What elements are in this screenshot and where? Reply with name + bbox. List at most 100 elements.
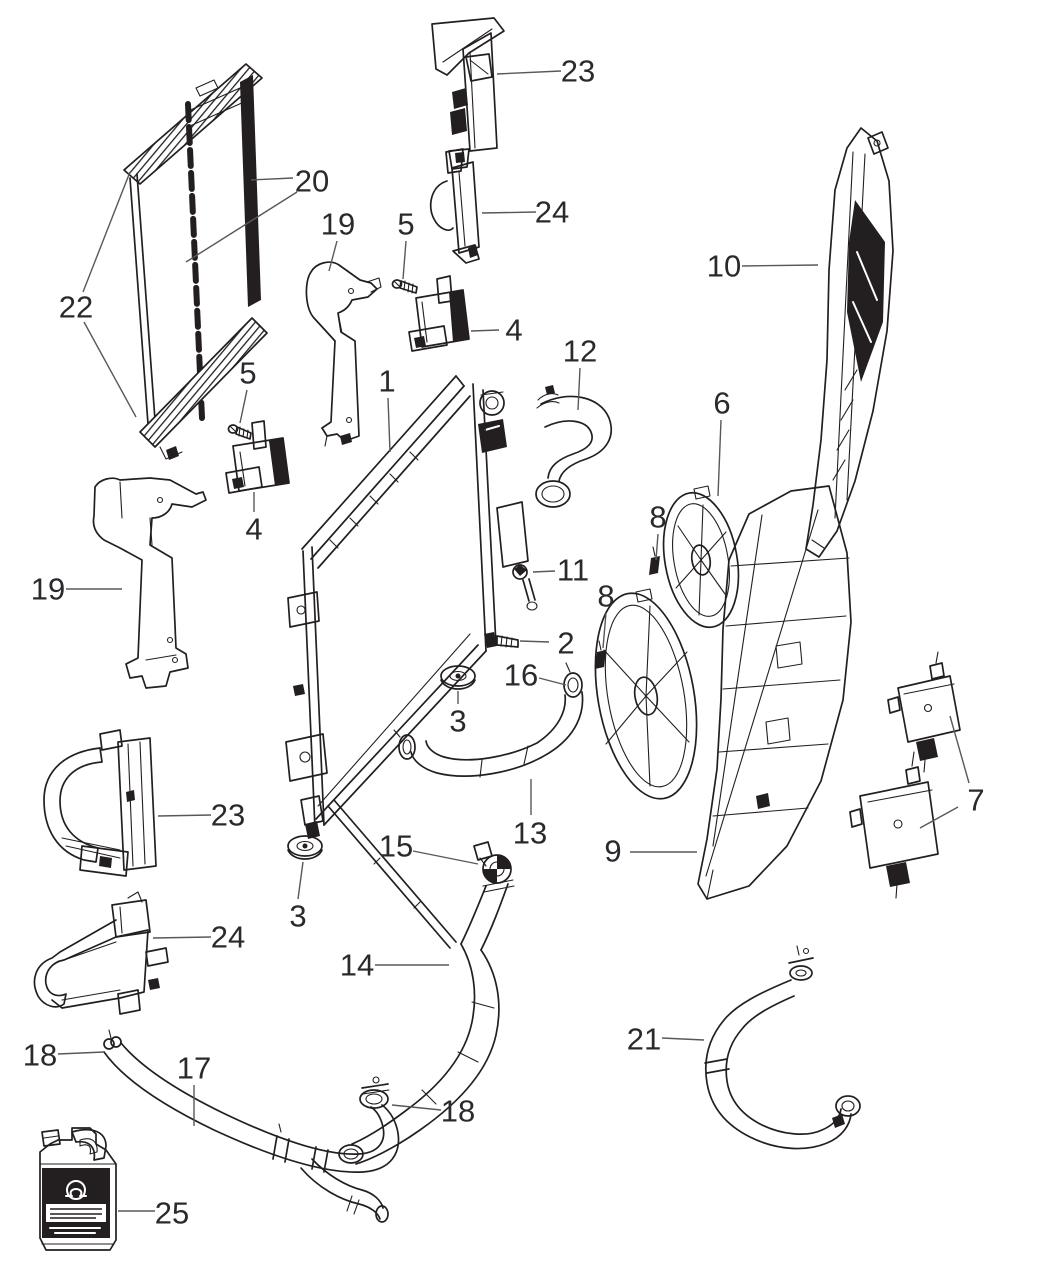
- callout-5-10: 5: [239, 356, 257, 424]
- leader-line: [949, 715, 970, 784]
- callout-18-27: 18: [23, 1038, 105, 1073]
- shroud-9-illustration: [697, 485, 852, 900]
- callout-number-5: 5: [239, 356, 256, 391]
- callout-17-28: 17: [177, 1051, 211, 1126]
- leader-line: [532, 570, 556, 573]
- seal-left-24-illustration: [33, 891, 169, 1015]
- baffle-upper-19-illustration: [305, 261, 382, 447]
- callout-number-22: 22: [59, 290, 93, 325]
- modules-7-illustration: [849, 651, 961, 899]
- bracket-4-upper-illustration: [408, 275, 470, 352]
- callout-3-32: 3: [289, 861, 307, 934]
- callout-24-1: 24: [481, 195, 569, 230]
- callout-number-3: 3: [449, 704, 466, 739]
- leader-line: [661, 1037, 705, 1041]
- callout-21-30: 21: [627, 1022, 705, 1057]
- callout-6-12: 6: [713, 386, 731, 497]
- leader-line: [402, 240, 407, 280]
- callout-number-20: 20: [295, 164, 329, 199]
- upper-hose-12-illustration: [535, 385, 613, 508]
- leader-line: [387, 397, 391, 453]
- callout-15-24: 15: [379, 829, 479, 865]
- callout-number-7: 7: [967, 783, 984, 818]
- callout-12-7: 12: [563, 334, 597, 411]
- callout-number-23: 23: [211, 798, 245, 833]
- callout-8-15: 8: [649, 500, 667, 561]
- callout-4-11: 4: [245, 492, 263, 547]
- leader-line: [538, 677, 567, 686]
- callout-5-5: 5: [397, 207, 415, 280]
- leader-line: [577, 367, 581, 411]
- leader-line: [391, 1104, 442, 1111]
- callout-number-18: 18: [23, 1038, 57, 1073]
- leader-line: [655, 533, 659, 561]
- callout-number-2: 2: [557, 626, 574, 661]
- leader-line: [919, 806, 959, 829]
- outlet-neck-15-illustration: [473, 841, 515, 893]
- vent-tube-11-illustration: [512, 564, 538, 611]
- baffle-left-19-illustration: [92, 477, 207, 689]
- callout-24-25: 24: [152, 920, 245, 955]
- callout-number-24: 24: [211, 920, 245, 955]
- grommet-3-left-illustration: [287, 835, 323, 860]
- callout-3-19: 3: [449, 691, 467, 739]
- leader-line: [57, 1051, 105, 1055]
- leader-line: [717, 419, 722, 497]
- callout-9-21: 9: [604, 834, 697, 869]
- leader-line: [297, 861, 304, 900]
- callout-number-4: 4: [505, 313, 522, 348]
- leader-line: [83, 321, 137, 418]
- coolant-jug-25-illustration: [39, 1127, 117, 1251]
- callout-number-17: 17: [177, 1051, 211, 1086]
- callout-number-5: 5: [397, 207, 414, 242]
- callout-number-9: 9: [604, 834, 621, 869]
- bracket-4-left-illustration: [225, 420, 290, 494]
- leader-line: [185, 191, 298, 263]
- callout-16-18: 16: [504, 658, 567, 693]
- leader-line: [481, 211, 537, 214]
- seal-upper-24-illustration: [429, 148, 480, 264]
- callout-number-11: 11: [557, 553, 589, 588]
- callout-number-8: 8: [649, 500, 666, 535]
- hose-17-illustration: [103, 1029, 400, 1223]
- leader-line: [152, 936, 212, 939]
- callout-number-19: 19: [31, 572, 65, 607]
- screw-5-upper-illustration: [391, 279, 418, 294]
- callout-number-1: 1: [378, 364, 395, 399]
- callout-7-22: 7: [919, 715, 985, 829]
- drain-cock-2-illustration: [484, 632, 519, 648]
- leader-line: [239, 389, 248, 424]
- callout-25-31: 25: [118, 1196, 189, 1231]
- radiator-illustration: [285, 375, 529, 839]
- callout-number-14: 14: [340, 948, 374, 983]
- leader-line: [412, 850, 479, 865]
- callout-23-23: 23: [157, 798, 245, 833]
- leader-line: [250, 177, 294, 181]
- hose-21-illustration: [704, 945, 861, 1150]
- closure-panel-illustration: [123, 63, 268, 460]
- leader-line: [741, 264, 819, 267]
- screw-5-left-illustration: [227, 424, 252, 440]
- fan-6-illustration: [594, 485, 740, 800]
- callout-number-12: 12: [563, 334, 597, 369]
- callout-8-16: 8: [597, 579, 615, 649]
- callout-number-23: 23: [561, 54, 595, 89]
- callout-4-6: 4: [470, 313, 523, 348]
- leader-line: [602, 612, 607, 649]
- clip-8-upper-illustration: [649, 546, 660, 575]
- callout-2-17: 2: [519, 626, 575, 661]
- callout-number-21: 21: [627, 1022, 661, 1057]
- callout-number-15: 15: [379, 829, 413, 864]
- callout-number-16: 16: [504, 658, 538, 693]
- callout-number-4: 4: [245, 512, 262, 547]
- callout-number-13: 13: [513, 816, 547, 851]
- callout-11-14: 11: [532, 553, 589, 588]
- leader-line: [328, 240, 338, 272]
- callout-18-29: 18: [391, 1094, 475, 1129]
- callout-10-8: 10: [707, 249, 819, 284]
- grommet-3-middle-illustration: [440, 665, 476, 690]
